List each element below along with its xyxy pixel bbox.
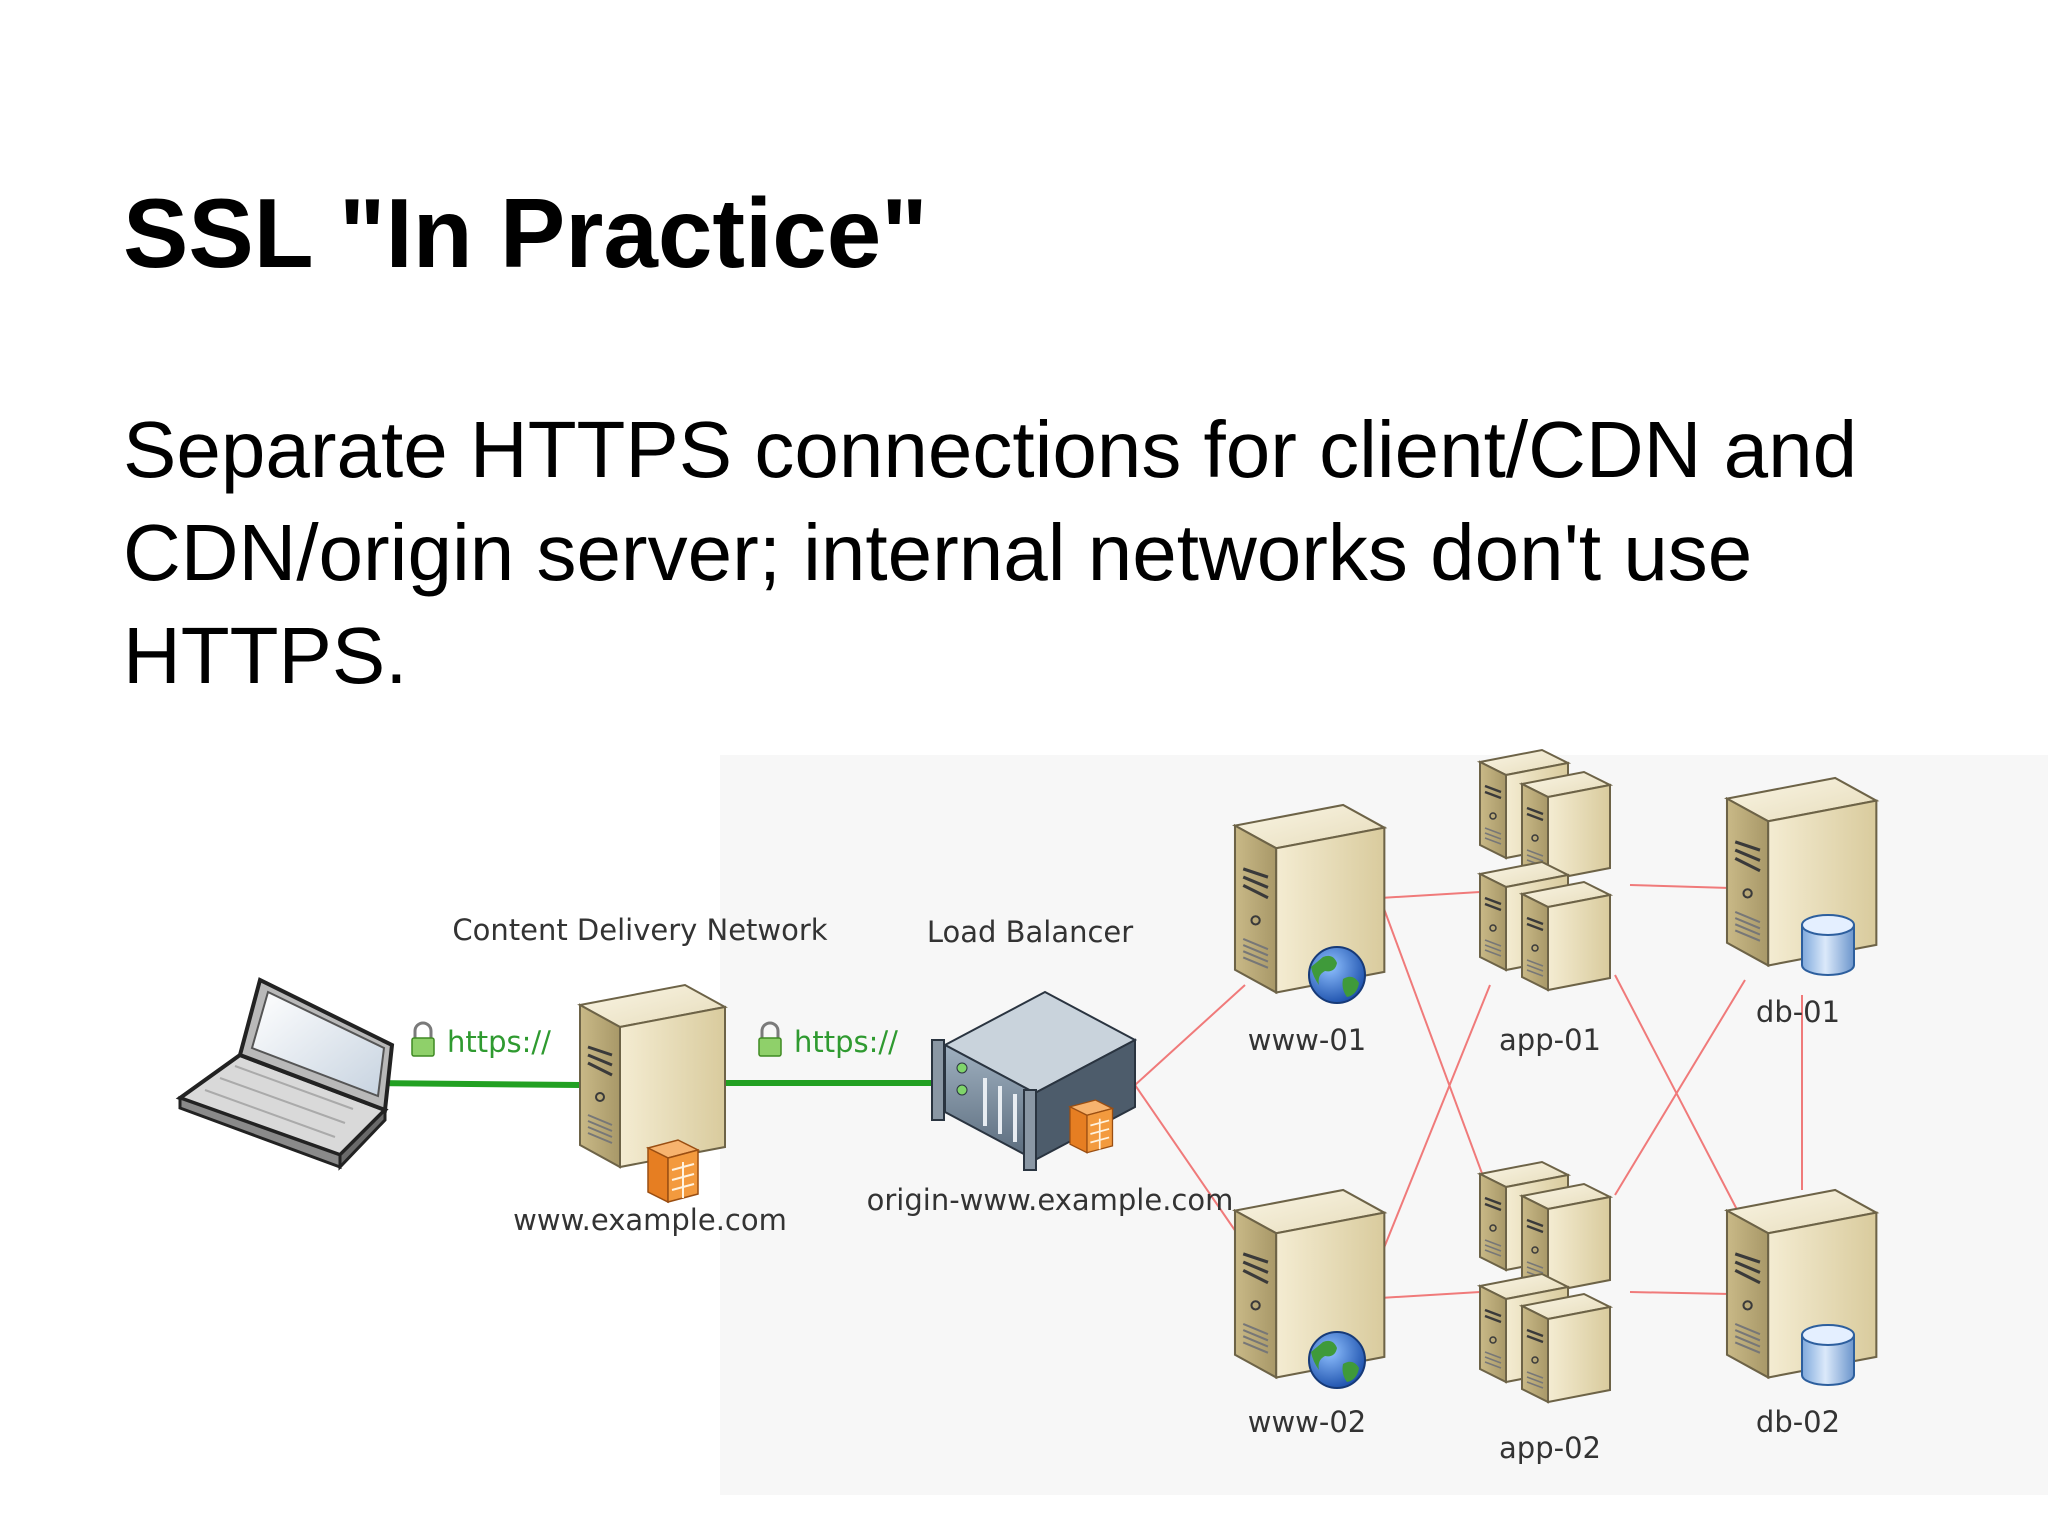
cdn-label: Content Delivery Network bbox=[452, 913, 827, 947]
db-01-label: db-01 bbox=[1756, 995, 1840, 1029]
db-02-label: db-02 bbox=[1756, 1405, 1840, 1439]
slide-title: SSL "In Practice" bbox=[123, 178, 928, 288]
laptop-icon bbox=[175, 977, 395, 1171]
lb-firewall-icon bbox=[1069, 1099, 1114, 1154]
database-icon bbox=[1801, 1324, 1855, 1386]
cdn-hostname: www.example.com bbox=[513, 1203, 787, 1237]
app-01-server-cluster-icon bbox=[1480, 750, 1610, 990]
load-balancer-icon bbox=[931, 990, 1138, 1171]
www-01-label: www-01 bbox=[1248, 1023, 1367, 1057]
cdn-firewall-icon bbox=[647, 1139, 699, 1203]
https-label-cdn-origin: https:// bbox=[794, 1025, 898, 1059]
load-balancer-label: Load Balancer bbox=[927, 915, 1133, 949]
globe-icon bbox=[1308, 946, 1366, 1004]
app-02-label: app-02 bbox=[1499, 1431, 1601, 1465]
cdn-server-icon bbox=[578, 983, 727, 1169]
app-01-label: app-01 bbox=[1499, 1023, 1601, 1057]
database-icon bbox=[1801, 914, 1855, 976]
app-02-server-cluster-icon bbox=[1480, 1162, 1610, 1402]
internal-links bbox=[1134, 884, 1803, 1299]
globe-icon bbox=[1308, 1331, 1366, 1389]
slide-body-text: Separate HTTPS connections for client/CD… bbox=[123, 405, 1858, 700]
https-label-client-cdn: https:// bbox=[447, 1025, 551, 1059]
lock-icon bbox=[410, 1021, 436, 1058]
origin-hostname: origin-www.example.com bbox=[867, 1183, 1234, 1217]
www-02-label: www-02 bbox=[1248, 1405, 1367, 1439]
https-links bbox=[369, 1080, 945, 1088]
